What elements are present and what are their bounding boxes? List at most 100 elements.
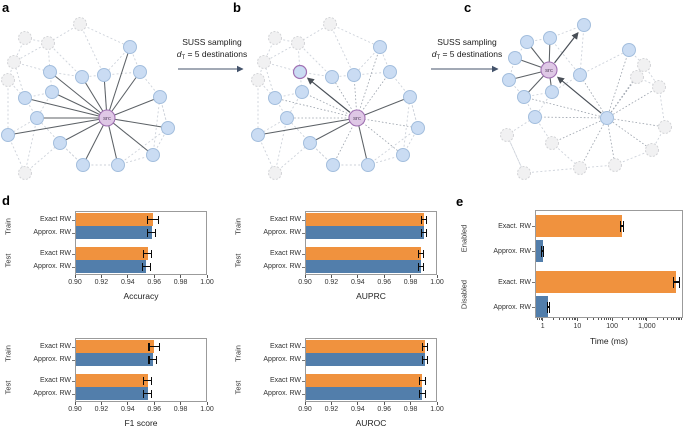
error-bar-cap: [420, 228, 422, 237]
blue-node: [45, 85, 59, 99]
x-tick: [436, 275, 438, 278]
edge-dot: [152, 96, 161, 156]
y-tick: [72, 219, 75, 221]
sampled-destination-node: [292, 64, 308, 80]
y-tick: [72, 380, 75, 382]
blue-node: [396, 148, 410, 162]
edge-solid: [356, 96, 411, 119]
x-tick: [153, 402, 155, 405]
blue-node: [153, 90, 167, 104]
x-minor-tick: [587, 318, 589, 320]
bar-label: Exact RW: [270, 343, 301, 350]
blue-node: [403, 90, 417, 104]
panel-label-e: e: [456, 194, 464, 209]
bar-label: Approx. RW: [263, 229, 301, 236]
bar-label: Exact RW: [40, 377, 71, 384]
error-bar-line: [147, 218, 159, 221]
edge-dot: [329, 23, 381, 48]
x-minor-tick: [563, 318, 565, 320]
group-label: Test: [233, 380, 243, 394]
blue-node: [251, 128, 265, 142]
gray-node: [517, 166, 531, 180]
edge-dark: [356, 71, 391, 119]
gray-node: [251, 73, 265, 87]
src-node-label: src: [103, 116, 111, 122]
bar-label: Exact RW: [40, 216, 71, 223]
x-minor-tick: [606, 318, 608, 320]
x-tick: [436, 402, 438, 405]
blue-node: [508, 51, 522, 65]
edge-dot: [274, 142, 311, 174]
edge-dot: [523, 167, 581, 174]
blue-node: [347, 68, 361, 82]
network-diagram-c: src: [500, 18, 672, 180]
bar-time: [535, 240, 543, 262]
sampling-arrow: [306, 77, 351, 113]
bar-label: Approx. RW: [263, 356, 301, 363]
x-minor-tick: [656, 318, 658, 320]
suss-annotation-bc: SUSS sampling dT = 5 destinations: [412, 37, 522, 64]
x-tick-label: 0.94: [120, 406, 135, 413]
x-tick: [330, 402, 332, 405]
gray-node: [630, 70, 644, 84]
y-tick: [72, 393, 75, 395]
x-minor-tick: [673, 318, 675, 320]
blue-node: [600, 111, 614, 125]
x-tick: [383, 275, 385, 278]
edge-solid: [106, 96, 161, 119]
error-bar-cap: [427, 342, 429, 351]
edge-solid: [106, 117, 154, 156]
error-bar-cap: [421, 355, 424, 364]
x-tick-label: 0.96: [377, 406, 391, 413]
blue-node: [411, 121, 425, 135]
y-tick: [302, 266, 305, 268]
group-label: Test: [3, 380, 13, 394]
error-bar-line: [673, 281, 680, 283]
y-tick: [532, 226, 535, 227]
x-minor-tick: [536, 318, 538, 320]
error-bar-cap: [149, 262, 151, 271]
error-bar-cap: [543, 245, 545, 257]
x-minor-tick: [538, 318, 540, 320]
edge-dot: [24, 117, 38, 174]
edge-dot: [367, 127, 419, 166]
error-bar-cap: [548, 301, 551, 313]
gray-node: [291, 36, 305, 50]
error-bar-cap: [424, 376, 426, 385]
x-tick-label: 0.96: [147, 279, 161, 286]
error-bar-cap: [419, 389, 421, 398]
x-tick-label: 0.90: [68, 279, 82, 286]
bar-auprc: [305, 247, 422, 260]
bar-label: Exact. RW: [498, 278, 531, 286]
bar-f1: [75, 353, 153, 366]
plot-frame: [75, 338, 207, 402]
x-minor-tick: [644, 318, 646, 320]
error-bar-line: [143, 379, 152, 382]
blue-node: [325, 70, 339, 84]
x-tick-label: 0.98: [403, 279, 418, 286]
blue-node: [75, 70, 89, 84]
x-minor-tick: [603, 318, 605, 320]
y-tick: [72, 232, 75, 234]
x-tick: [304, 275, 306, 278]
group-label: Test: [3, 253, 13, 267]
edge-dark: [356, 117, 404, 156]
bar-label: Exact RW: [40, 343, 71, 350]
x-minor-tick: [677, 318, 679, 320]
x-tick: [646, 318, 648, 321]
error-bar-line: [541, 250, 544, 252]
x-tick-label: 0.98: [173, 406, 188, 413]
x-minor-tick: [675, 318, 677, 320]
bar-label: Exact RW: [270, 216, 301, 223]
bar-auroc: [305, 387, 423, 400]
blue-node: [1, 128, 15, 142]
error-bar-cap: [141, 262, 143, 271]
x-minor-tick: [632, 318, 634, 320]
y-tick: [532, 282, 535, 283]
x-minor-tick: [593, 318, 595, 320]
y-tick: [72, 266, 75, 268]
blue-node: [43, 65, 57, 79]
arrow-right-icon: [178, 65, 244, 73]
nodes: src: [500, 18, 672, 180]
